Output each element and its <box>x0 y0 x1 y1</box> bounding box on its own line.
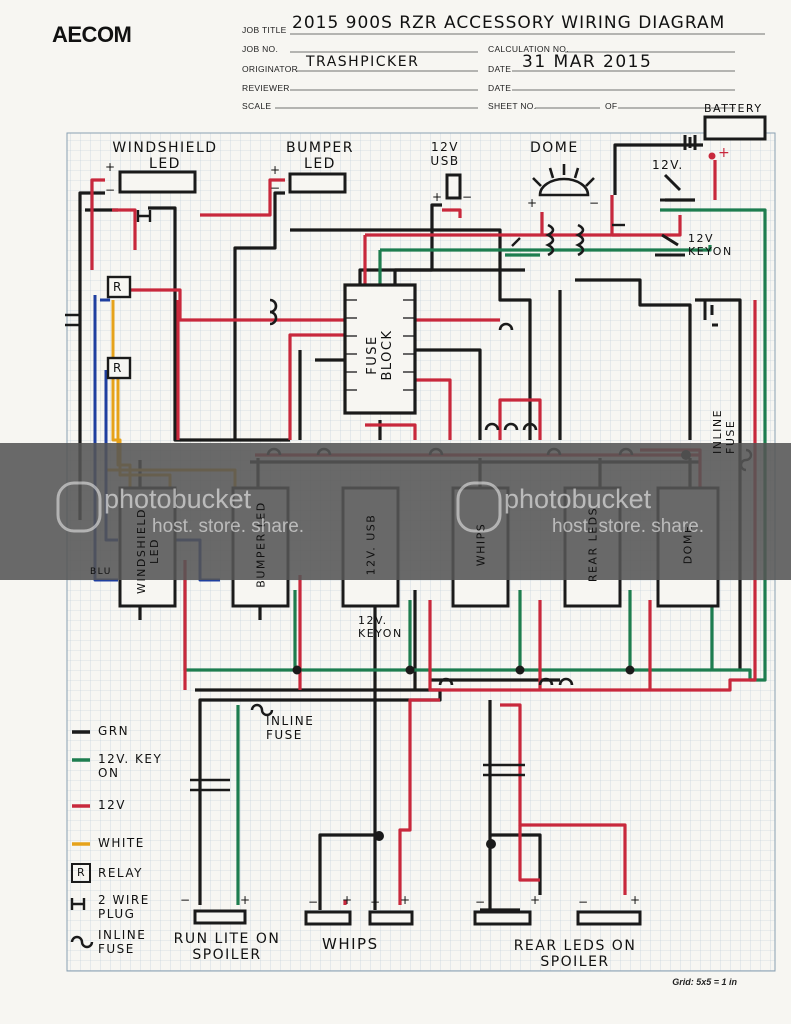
minus-mark: − <box>308 895 320 909</box>
grid-note: Grid: 5x5 = 1 in <box>672 977 737 987</box>
date-value: 31 MAR 2015 <box>522 52 653 72</box>
legend-relay-letter: R <box>77 866 87 879</box>
plus-mark: + <box>527 196 539 210</box>
title-block-lines <box>275 33 765 109</box>
switch-whips-label: WHIPS <box>474 522 488 567</box>
relays <box>106 275 132 380</box>
plus-mark: + <box>530 893 542 907</box>
minus-mark: − <box>475 895 487 909</box>
12v-keyon-label: 12V KEYON <box>688 232 733 258</box>
battery-positive-dot <box>708 152 716 160</box>
legend-fuse-label: INLINE FUSE <box>98 928 147 956</box>
scale-label: SCALE <box>242 101 272 111</box>
switch-dome-label: DOME <box>681 524 695 565</box>
plus-mark: + <box>342 893 354 907</box>
plus-mark: + <box>240 893 252 907</box>
fuse-block-taps <box>345 299 415 391</box>
reviewer-label: REVIEWER <box>242 83 290 93</box>
minus-mark: − <box>270 181 282 195</box>
legend-relay-label: RELAY <box>98 866 143 880</box>
legend-swatches <box>72 730 90 846</box>
sheet-no-label: SHEET NO. <box>488 101 537 111</box>
of-label: OF <box>605 101 618 111</box>
plus-mark: + <box>270 163 282 177</box>
watermark-band <box>0 443 791 580</box>
fuse-block-label: FUSE BLOCK <box>365 329 395 381</box>
date-label: DATE <box>488 64 512 74</box>
calculation-no-label: CALCULATION NO. <box>488 44 569 54</box>
watermark-tagline-1: host. store. share. <box>152 516 305 537</box>
legend-white-label: WHITE <box>98 836 145 850</box>
12v-label: 12V. <box>652 158 684 172</box>
job-no-label: JOB NO. <box>242 44 279 54</box>
minus-mark: − <box>589 196 601 210</box>
watermark-brand-2: photobucket <box>504 484 652 514</box>
minus-mark: − <box>180 893 192 907</box>
blu-label: BLU <box>90 567 112 577</box>
load-boxes <box>118 115 767 926</box>
switch-usb-label: 12V. USB <box>364 513 378 576</box>
switch-bumper-label: BUMPER LED <box>254 501 268 588</box>
job-title-label: JOB TITLE <box>242 25 287 35</box>
dome-fixture <box>532 164 595 197</box>
aecom-logo: AECOM <box>52 22 132 47</box>
originator-value: TRASHPICKER <box>306 54 420 70</box>
plus-mark: + <box>432 190 444 204</box>
legend-ground-label: GRN <box>98 724 130 738</box>
inline-fuse-mid-symbol <box>250 703 274 717</box>
job-title-value: 2015 900S RZR ACCESSORY WIRING DIAGRAM <box>292 13 726 33</box>
minus-mark: − <box>578 895 590 909</box>
rear-leds-label: REAR LEDS ON SPOILER <box>513 938 637 970</box>
plus-mark: + <box>630 893 642 907</box>
originator-label: ORIGINATOR <box>242 64 299 74</box>
relay-letter-2: R <box>113 361 123 375</box>
whips-label: WHIPS <box>322 935 379 953</box>
legend-12v-label: 12V <box>98 798 126 812</box>
legend-plug-symbol <box>70 898 86 910</box>
legend-relay-symbol <box>71 863 91 883</box>
watermark-tagline-2: host. store. share. <box>552 516 705 537</box>
two-wire-plugs <box>65 210 625 792</box>
watermark-brand-1: photobucket <box>104 484 252 514</box>
bumper-led-label: BUMPER LED <box>286 140 354 172</box>
legend-plug-label: 2 WIRE PLUG <box>98 893 150 921</box>
legend-fuse-symbol <box>70 935 94 949</box>
inline-fuse-right-label: INLINE FUSE <box>711 408 737 454</box>
plus-mark: + <box>105 160 117 174</box>
run-lite-label: RUN LITE ON SPOILER <box>173 931 281 963</box>
legend-keyon-label: 12V. KEY ON <box>98 752 163 780</box>
relay-letter-1: R <box>113 280 123 294</box>
dome-label: DOME <box>530 140 579 156</box>
plus-mark: + <box>718 145 732 161</box>
fuse-block <box>343 283 417 415</box>
usb-top-label: 12V USB <box>430 140 460 168</box>
windshield-led-label: WINDSHIELD LED <box>112 140 218 172</box>
minus-mark: − <box>462 190 474 204</box>
date2-label: DATE <box>488 83 512 93</box>
dome-coils <box>545 223 585 257</box>
plus-mark: + <box>400 893 412 907</box>
inline-fuse-mid-label: INLINE FUSE <box>266 714 315 742</box>
battery-label: BATTERY <box>704 102 763 115</box>
battery-terminals <box>655 135 718 327</box>
minus-mark: − <box>370 895 382 909</box>
minus-mark: − <box>105 183 117 197</box>
switch-keyon-label: 12V. KEYON <box>358 614 403 640</box>
watermark-logos <box>56 481 502 533</box>
